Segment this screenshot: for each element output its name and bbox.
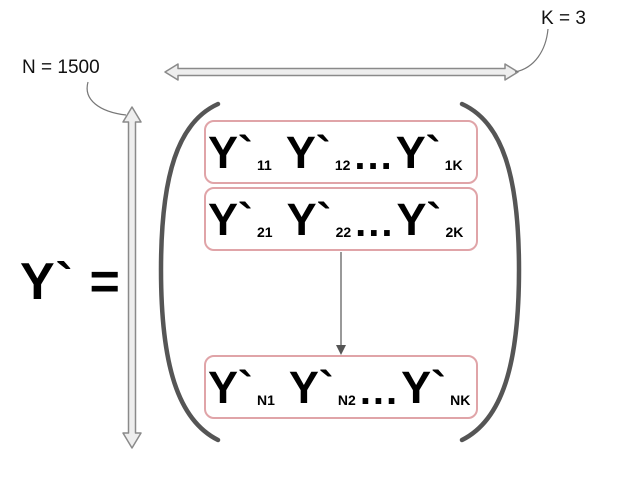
matrix-cell: Y`12	[285, 127, 351, 178]
k-label: K = 3	[541, 8, 586, 29]
k-dimension-arrow	[164, 63, 519, 81]
k-callout-line	[514, 28, 549, 73]
matrix-cell: Y`11	[208, 127, 272, 178]
matrix-cell: Y`21	[208, 194, 273, 245]
matrix-cell: Y`N1	[208, 362, 275, 413]
matrix-cell: Y`1K	[395, 127, 463, 178]
right-bracket	[459, 101, 522, 443]
matrix-label: Y` =	[20, 253, 121, 311]
row-continuation-arrowhead	[336, 345, 346, 355]
matrix-cell: Y`2K	[396, 194, 464, 245]
n-callout-line	[86, 81, 127, 116]
matrix-row-n: Y`N1 Y`N2 ... Y`NK	[204, 355, 478, 419]
matrix-row-2: Y`21 Y`22 ... Y`2K	[204, 187, 478, 251]
left-bracket	[158, 101, 221, 443]
n-dimension-arrow	[122, 106, 142, 449]
ellipsis: ...	[359, 369, 400, 413]
matrix-row-1: Y`11 Y`12 ... Y`1K	[204, 120, 478, 184]
matrix-cell: Y`22	[286, 194, 352, 245]
ellipsis: ...	[354, 134, 394, 178]
ellipsis: ...	[355, 201, 395, 245]
matrix-cell: Y`NK	[401, 362, 471, 413]
matrix-cell: Y`N2	[288, 362, 356, 413]
n-label: N = 1500	[22, 57, 100, 78]
